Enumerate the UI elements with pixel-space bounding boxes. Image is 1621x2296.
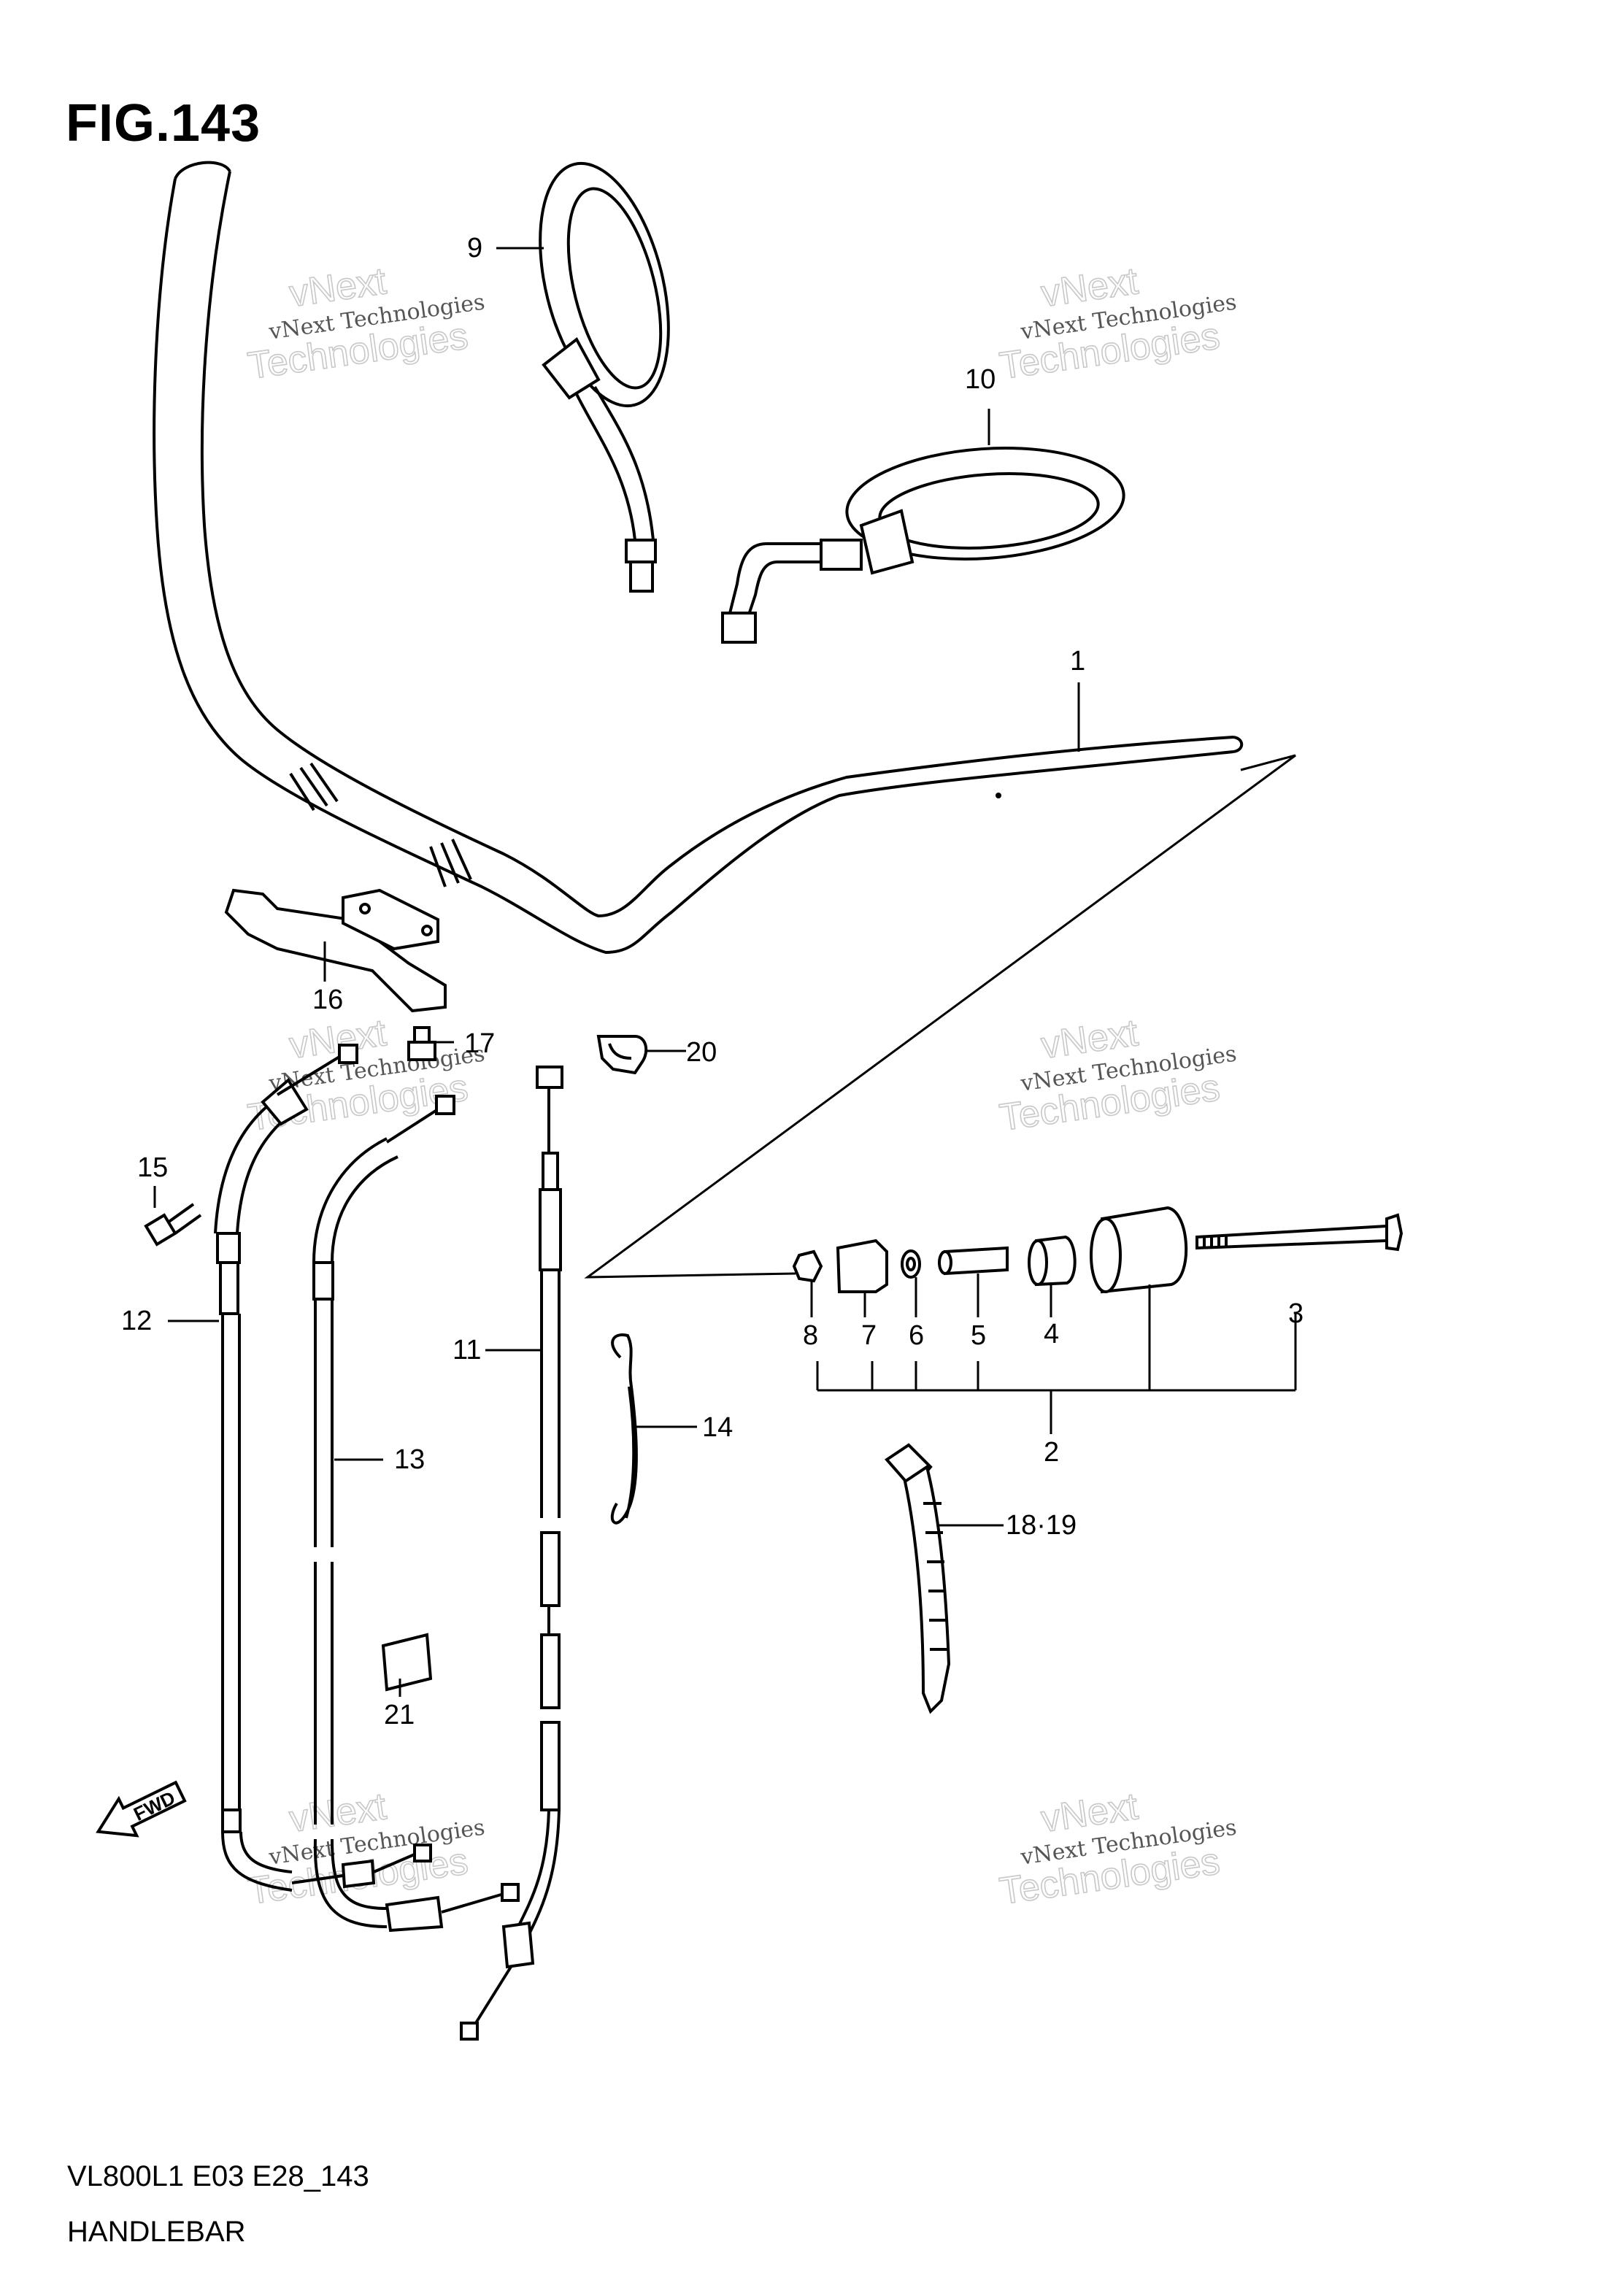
figure-title: FIG.143	[66, 94, 261, 153]
figure-name: HANDLEBAR	[67, 2216, 246, 2248]
part-mirror-right	[721, 447, 1125, 644]
callout-14: 14	[702, 1412, 733, 1443]
callout-17: 17	[464, 1028, 495, 1059]
part-bolt-17	[407, 1026, 436, 1061]
callout-9: 9	[467, 233, 482, 263]
part-mirror-left	[539, 161, 670, 593]
callout-4: 4	[1044, 1319, 1059, 1349]
callout-2: 2	[1044, 1437, 1059, 1468]
callout-12: 12	[121, 1306, 152, 1336]
fwd-arrow-icon: FWD	[96, 1780, 187, 1838]
part-cable-12	[214, 1044, 432, 1892]
watermark-group-4: vNext vNext Technologies Technologies	[996, 1011, 1238, 1139]
part-bolt-15	[144, 1203, 202, 1247]
callout-10: 10	[965, 364, 996, 395]
callout-13: 13	[394, 1444, 425, 1475]
part-cable-11	[460, 1066, 563, 2041]
callout-15: 15	[137, 1152, 168, 1183]
callout-16: 16	[312, 985, 343, 1015]
figure-code: VL800L1 E03 E28_143	[67, 2160, 369, 2192]
callout-20: 20	[686, 1037, 717, 1068]
watermark-group-1: vNext vNext Technologies Technologies	[245, 259, 486, 388]
part-cable-13	[312, 1095, 520, 1933]
explode-lines	[584, 754, 1296, 1279]
callout-6: 6	[909, 1320, 924, 1351]
part-bracket	[224, 888, 447, 1013]
watermark-group-6: vNext vNext Technologies Technologies	[996, 1784, 1238, 1913]
callout-21: 21	[384, 1700, 415, 1730]
callout-11: 11	[453, 1335, 481, 1365]
part-label-21	[381, 1633, 433, 1692]
part-clamp	[596, 1035, 648, 1075]
callout-7: 7	[861, 1320, 877, 1351]
callout-1: 1	[1070, 646, 1085, 677]
part-spring-clip	[610, 1333, 638, 1525]
watermark-group-5: vNext vNext Technologies Technologies	[245, 1784, 486, 1913]
watermark-group-2: vNext vNext Technologies Technologies	[996, 259, 1238, 388]
part-cable-tie	[884, 1443, 951, 1714]
part-bar-end-assembly	[792, 1206, 1404, 1294]
callout-3: 3	[1288, 1298, 1304, 1329]
part-handlebar	[153, 161, 1244, 955]
callout-18-19: 18·19	[1006, 1510, 1077, 1541]
callout-5: 5	[971, 1320, 986, 1351]
leader-lines	[153, 247, 1297, 1697]
callout-8: 8	[803, 1320, 818, 1351]
